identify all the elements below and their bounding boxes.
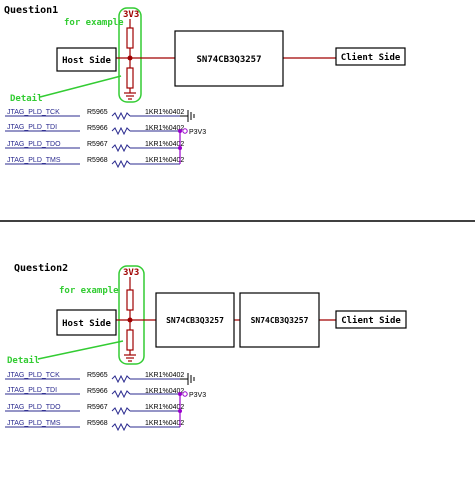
jtag1-signal-tdo: JTAG_PLD_TDO <box>7 141 61 148</box>
jtag2-value-r5965: 1KR1%0402 <box>145 372 184 379</box>
question1-pullup-resistor <box>126 27 134 49</box>
question2-jtag-detail: JTAG_PLD_TCK JTAG_PLD_TDI JTAG_PLD_TDO J… <box>5 372 206 432</box>
question1-switch-label: SN74CB3Q3257 <box>196 55 261 65</box>
question1-detail-pointer <box>39 75 122 98</box>
question2-highlight-outline <box>118 265 145 365</box>
question1-jtag-detail: JTAG_PLD_TCK JTAG_PLD_TDI JTAG_PLD_TDO J… <box>5 109 206 169</box>
jtag2-net-label: P3V3 <box>189 392 206 399</box>
question1-host-box <box>56 47 117 72</box>
question2-host-label: Host Side <box>62 318 111 329</box>
question1-switch-box <box>174 30 284 87</box>
jtag1-net-label: P3V3 <box>189 129 206 136</box>
question2-host-box <box>56 309 117 336</box>
jtag1-value-r5968: 1KR1%0402 <box>145 157 184 164</box>
question1-client-label: Client Side <box>341 52 401 63</box>
question2-client-box <box>335 310 407 329</box>
jtag2-signal-tdi: JTAG_PLD_TDI <box>7 387 57 394</box>
jtag2-resistor-zigzags <box>111 374 180 432</box>
question2-for-example-label: for example <box>59 286 119 296</box>
question2-switch-a-label: SN74CB3Q3257 <box>166 316 224 325</box>
jtag1-resistor-zigzags <box>111 111 180 169</box>
jtag1-ref-r5965: R5965 <box>87 109 108 116</box>
question2-rail-label: 3V3 <box>123 268 139 278</box>
question1-highlight-outline <box>118 7 142 103</box>
question1-client-box <box>335 47 406 66</box>
jtag1-value-r5966: 1KR1%0402 <box>145 125 184 132</box>
question2-switch-a-box <box>155 292 235 348</box>
jtag1-ref-r5966: R5966 <box>87 125 108 132</box>
question2-switch-b-label: SN74CB3Q3257 <box>251 316 309 325</box>
jtag2-value-r5967: 1KR1%0402 <box>145 404 184 411</box>
question1-detail-label: Detail <box>10 93 43 104</box>
question2-switch-b-box <box>239 292 320 348</box>
question2-detail-label: Detail <box>7 355 40 366</box>
jtag2-ref-r5965: R5965 <box>87 372 108 379</box>
question2-section: Question2 for example 3V3 Host Side SN74… <box>5 262 407 432</box>
question2-detail-pointer <box>37 340 124 360</box>
question1-pulldown-resistor <box>126 67 134 89</box>
jtag2-signal-tms: JTAG_PLD_TMS <box>7 420 61 427</box>
jtag1-value-r5967: 1KR1%0402 <box>145 141 184 148</box>
question1-for-example-label: for example <box>64 18 124 28</box>
jtag2-ref-r5966: R5966 <box>87 388 108 395</box>
jtag2-value-r5966: 1KR1%0402 <box>145 388 184 395</box>
jtag1-value-r5965: 1KR1%0402 <box>145 109 184 116</box>
jtag1-ref-r5968: R5968 <box>87 157 108 164</box>
jtag1-signal-tms: JTAG_PLD_TMS <box>7 157 61 164</box>
question1-rail-label: 3V3 <box>123 10 139 20</box>
jtag1-ref-r5967: R5967 <box>87 141 108 148</box>
jtag2-ref-r5968: R5968 <box>87 420 108 427</box>
jtag2-ref-r5967: R5967 <box>87 404 108 411</box>
jtag2-value-r5968: 1KR1%0402 <box>145 420 184 427</box>
question1-section: Question1 for example 3V3 Host Side SN74… <box>4 4 406 169</box>
jtag1-signal-tdi: JTAG_PLD_TDI <box>7 124 57 131</box>
question2-pullup-resistor <box>126 289 134 311</box>
jtag1-signal-tck: JTAG_PLD_TCK <box>7 109 60 116</box>
question2-pulldown-resistor <box>126 329 134 351</box>
question2-title: Question2 <box>14 262 68 274</box>
question2-client-label: Client Side <box>341 315 401 326</box>
jtag2-signal-tck: JTAG_PLD_TCK <box>7 372 60 379</box>
question1-title: Question1 <box>4 4 58 16</box>
question1-host-label: Host Side <box>62 55 111 66</box>
jtag2-signal-tdo: JTAG_PLD_TDO <box>7 404 61 411</box>
